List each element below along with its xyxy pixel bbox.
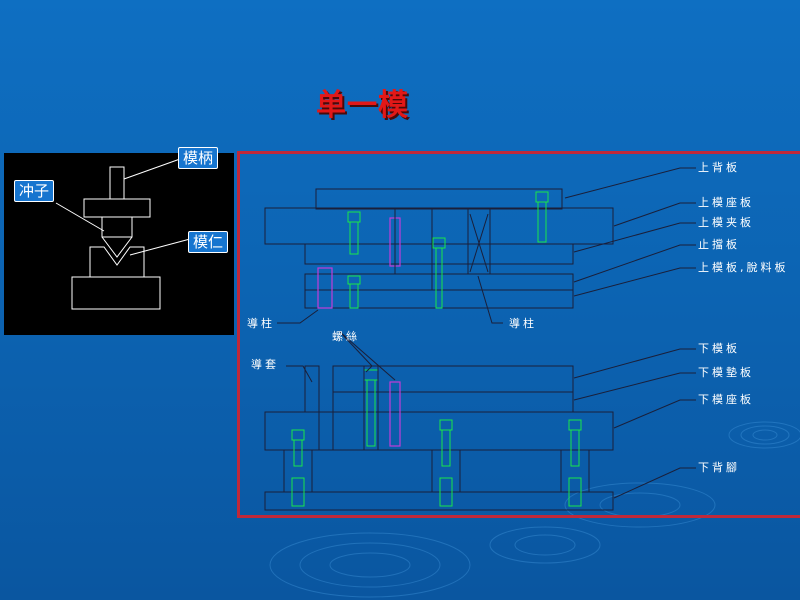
upper-clamp-plate-shape (304, 243, 574, 265)
simple-die-panel: 模柄 冲子 模仁 (4, 147, 234, 335)
guide-post-left-label: 導柱 (247, 316, 275, 330)
upper-die-seat-label: 上模座板 (698, 195, 754, 209)
stripper-plate-shape (304, 289, 574, 309)
punch-label: 冲子 (14, 180, 55, 202)
die-base-shape (71, 276, 161, 310)
punch-body-shape (101, 216, 133, 238)
screw-label: 螺絲 (332, 329, 360, 343)
stop-plate-shape (304, 273, 574, 291)
die-insert-label: 模仁 (188, 231, 229, 253)
lower-die-plate-label: 下模板 (698, 341, 740, 355)
punch-tip-shape (101, 236, 133, 258)
lower-die-seat-shape (264, 411, 614, 451)
upper-die-seat-shape (264, 207, 614, 245)
lower-die-seat-label: 下模座板 (698, 392, 754, 406)
simple-die-drawing (55, 158, 191, 310)
lower-pad-plate-label: 下模墊板 (698, 365, 754, 379)
lower-pad-plate-shape (332, 391, 574, 413)
guide-post-right-label: 導柱 (509, 316, 537, 330)
lower-feet-label: 下背腳 (698, 460, 740, 474)
lower-foot-right-shape (560, 449, 590, 493)
stop-plate-label: 止擋板 (698, 237, 740, 251)
stripper-plate-label: 上模板,脫料板 (698, 260, 789, 274)
lower-foot-left-shape (283, 449, 313, 493)
handle-label: 模柄 (178, 147, 219, 169)
slide-title: 单一模 (316, 88, 409, 123)
upper-back-plate-label: 上背板 (698, 160, 740, 174)
die-assembly-frame (237, 151, 800, 518)
guide-bush-label: 導套 (251, 357, 279, 371)
upper-clamp-plate-label: 上模夹板 (698, 215, 754, 229)
lower-foot-mid-shape (431, 449, 461, 493)
lower-bottom-plate-shape (264, 491, 614, 511)
upper-back-plate-shape (315, 188, 563, 210)
